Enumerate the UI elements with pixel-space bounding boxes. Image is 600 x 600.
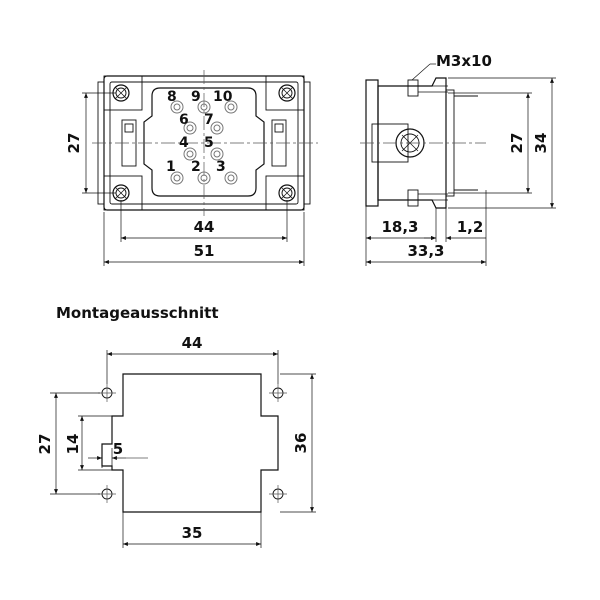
pin-contact (210, 121, 224, 135)
dim-front-height: 27 (65, 133, 83, 154)
dim-side-inner-height: 27 (508, 133, 526, 154)
screw-inner-icon (281, 187, 293, 199)
side-view: M3x10 27 34 18,3 1,2 33,3 (360, 52, 556, 266)
pin-contact (197, 171, 211, 185)
right-latch-tab (274, 123, 284, 133)
pin-label: 2 (191, 159, 201, 175)
pin-label: 10 (213, 89, 233, 105)
side-bottom-screw-head (407, 189, 419, 207)
pin-label: 1 (166, 159, 176, 175)
pin-label: 7 (204, 112, 214, 128)
dim-cutout-right-height: 36 (292, 433, 310, 454)
screw-icon (278, 84, 296, 102)
pin-contact (183, 147, 197, 161)
cutout-heading: Montageausschnitt (56, 304, 219, 322)
screw-callout: M3x10 (436, 52, 492, 70)
pin-contact (170, 171, 184, 185)
side-top-screw-head (407, 79, 419, 97)
dim-cutout-bottom-width: 35 (182, 524, 203, 542)
left-latch-tab (124, 123, 134, 133)
dim-front-outer-width: 51 (194, 242, 215, 260)
pin-contact (197, 100, 211, 114)
dim-cutout-slot-depth: 5 (113, 440, 123, 458)
screw-inner-icon (281, 87, 293, 99)
dim-side-outer-height: 34 (532, 133, 550, 154)
pin-contacts (170, 100, 238, 185)
dim-front-inner-width: 44 (194, 218, 215, 236)
screw-leader (411, 63, 431, 81)
pin-contact (170, 100, 184, 114)
front-view: 8 9 10 6 7 4 5 1 2 3 27 44 51 (65, 70, 318, 266)
pin-label: 4 (179, 135, 189, 151)
screw-block-tr (265, 75, 305, 111)
dim-cutout-slot-height: 14 (64, 434, 82, 455)
pin-contact (224, 100, 238, 114)
screw-block-br (265, 175, 305, 211)
pin-contact (224, 171, 238, 185)
pin-contact (183, 121, 197, 135)
cutout-outline (101, 373, 279, 513)
pin-label: 6 (179, 112, 189, 128)
dim-cutout-left-height: 27 (36, 434, 54, 455)
dim-cutout-top-width: 44 (182, 334, 203, 352)
cutout-view: Montageausschnitt 44 27 14 5 (36, 304, 316, 548)
pin-label: 9 (191, 89, 201, 105)
dim-side-left-depth: 18,3 (381, 218, 418, 236)
dim-side-right-depth: 1,2 (457, 218, 484, 236)
insert-contour (143, 87, 265, 197)
dim-side-total-depth: 33,3 (407, 242, 444, 260)
pin-label: 3 (216, 159, 226, 175)
pin-contact (210, 147, 224, 161)
pin-label: 8 (167, 89, 177, 105)
pin-label: 5 (204, 135, 214, 151)
